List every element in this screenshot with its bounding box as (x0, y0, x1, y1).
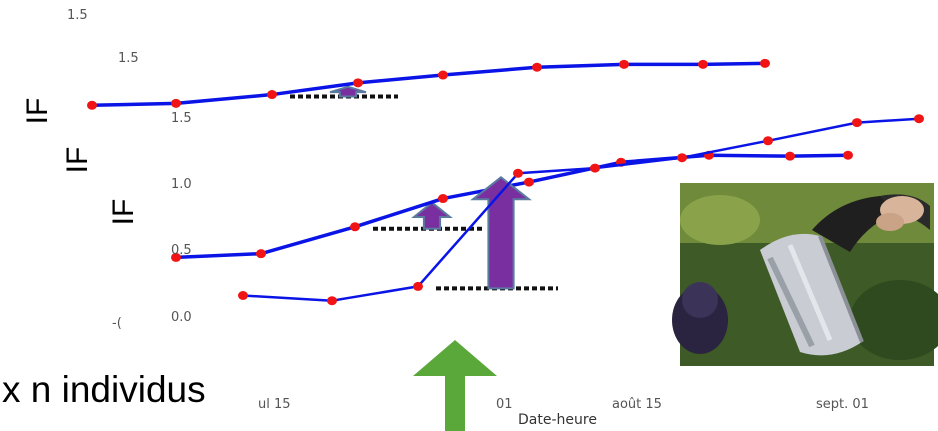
chart-0-ylabel: IF (21, 98, 54, 125)
timing-arrow-shape (413, 340, 497, 431)
chart-0-point-1 (171, 98, 181, 108)
sensor-photo (672, 183, 938, 366)
chart-2-point-4 (590, 163, 600, 173)
chart-2-y-tick-1: 1.0 (171, 177, 192, 192)
chart-2-point-0 (238, 291, 248, 300)
chart-2-point-5 (677, 153, 687, 163)
chart-2-x-tick-01: 01 (496, 397, 513, 412)
chart-1-y-tick-lower: 1.5 (171, 111, 192, 126)
caption: x n individus (2, 369, 206, 410)
chart-2-point-7 (852, 118, 862, 128)
chart-0-point-5 (532, 62, 542, 72)
chart-2-ylabel: IF (107, 199, 140, 226)
chart-2-point-2 (413, 281, 423, 291)
timing-arrow (413, 340, 497, 431)
chart-0-point-3 (353, 78, 363, 88)
chart-2-x-tick-jul: ul 15 (258, 397, 291, 412)
chart-2-point-8 (914, 114, 924, 124)
chart-0 (87, 58, 770, 110)
chart-1-point-1 (256, 249, 266, 259)
chart-1-point-4 (524, 177, 534, 187)
chart-0-point-7 (698, 59, 708, 69)
chart-1-gain-arrow (411, 201, 453, 230)
chart-2-y-tick-partial: -( (112, 316, 122, 331)
chart-2-y-tick-0: 0.0 (171, 310, 192, 325)
chart-0-point-4 (438, 70, 448, 80)
chart-0-point-0 (87, 100, 97, 110)
chart-1-point-8 (843, 150, 853, 160)
chart-0-point-2 (267, 90, 277, 100)
chart-1-ylabel: IF (61, 147, 94, 174)
chart-2-point-3 (513, 168, 523, 178)
chart-1-y-tick-upper: 1.5 (118, 51, 139, 66)
chart-2-point-6 (763, 136, 773, 146)
chart-1-point-7 (785, 151, 795, 161)
chart-0-y-tick: 1.5 (67, 8, 88, 23)
chart-1-point-0 (171, 252, 181, 262)
chart-2-point-1 (327, 296, 337, 306)
chart-0-gain-arrow (329, 85, 367, 98)
chart-2-x-tick-sept: sept. 01 (816, 397, 869, 412)
chart-2 (238, 114, 924, 306)
chart-2-gain-arrow (470, 176, 532, 290)
chart-2-xlabel: Date-heure (518, 412, 597, 428)
chart-1-point-3 (438, 194, 448, 204)
chart-0-point-8 (760, 58, 770, 68)
chart-1-point-2 (350, 222, 360, 232)
chart-0-series-line (91, 61, 766, 108)
chart-2-x-tick-aout: août 15 (612, 397, 662, 412)
chart-2-y-tick-0-5: 0.5 (171, 243, 192, 258)
chart-0-point-6 (619, 59, 629, 69)
